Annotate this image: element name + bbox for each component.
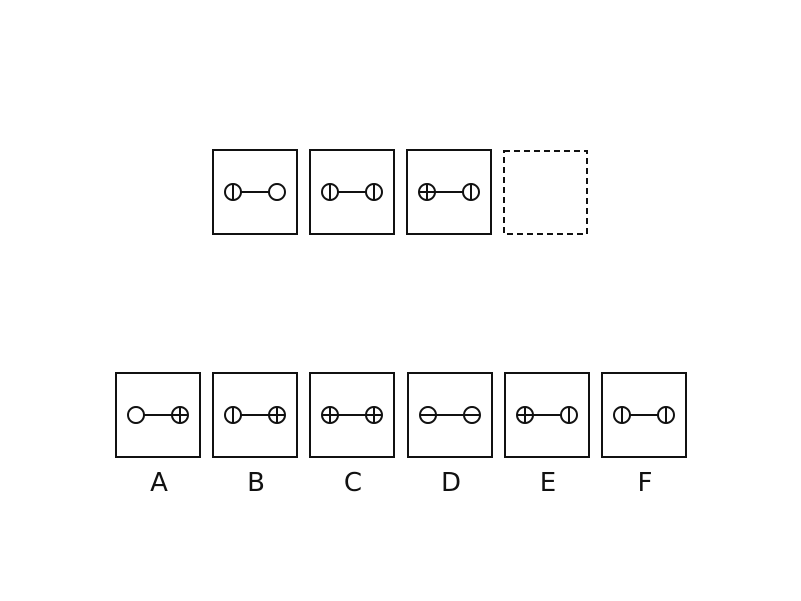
sequence-panel-1-right-empty-circle-icon	[268, 183, 286, 201]
option-e-panel-right-vertical-circle-icon	[560, 406, 578, 424]
sequence-panel-2-left-vertical-circle-icon	[321, 183, 339, 201]
option-e-panel-left-cross-circle-icon	[516, 406, 534, 424]
option-f-panel-right-vertical-circle-icon	[657, 406, 675, 424]
sequence-panel-2	[309, 149, 395, 235]
option-f-panel[interactable]	[601, 372, 687, 458]
options-row: A B C D E F	[115, 372, 687, 498]
option-a-label: A	[150, 468, 168, 498]
sequence-panel-3-left-cross-circle-icon	[418, 183, 436, 201]
option-d-panel-right-horizontal-circle-icon	[463, 406, 481, 424]
option-a-panel-right-cross-circle-icon	[171, 406, 189, 424]
sequence-panel-1-left-vertical-circle-icon	[224, 183, 242, 201]
sequence-panel-2-right-vertical-circle-icon	[365, 183, 383, 201]
option-c-panel-left-cross-circle-icon	[321, 406, 339, 424]
option-c-panel-right-cross-circle-icon	[365, 406, 383, 424]
sequence-row	[212, 149, 588, 235]
sequence-panel-1	[212, 149, 298, 235]
option-f-panel-left-vertical-circle-icon	[613, 406, 631, 424]
option-c-panel[interactable]	[309, 372, 395, 458]
option-f-label: F	[638, 468, 653, 498]
option-c-label: C	[344, 468, 362, 498]
option-a-panel[interactable]	[115, 372, 201, 458]
option-d-panel[interactable]	[407, 372, 493, 458]
option-e-label: E	[540, 468, 556, 498]
option-b-panel-right-cross-circle-icon	[268, 406, 286, 424]
sequence-panel-3	[406, 149, 492, 235]
option-a-panel-left-empty-circle-icon	[127, 406, 145, 424]
option-d-panel-left-horizontal-circle-icon	[419, 406, 437, 424]
sequence-panel-3-right-vertical-circle-icon	[462, 183, 480, 201]
option-b-label: B	[247, 468, 265, 498]
option-e-panel[interactable]	[504, 372, 590, 458]
missing-answer-panel	[503, 150, 588, 235]
option-b-panel[interactable]	[212, 372, 298, 458]
option-d-label: D	[441, 468, 461, 498]
option-b-panel-left-vertical-circle-icon	[224, 406, 242, 424]
